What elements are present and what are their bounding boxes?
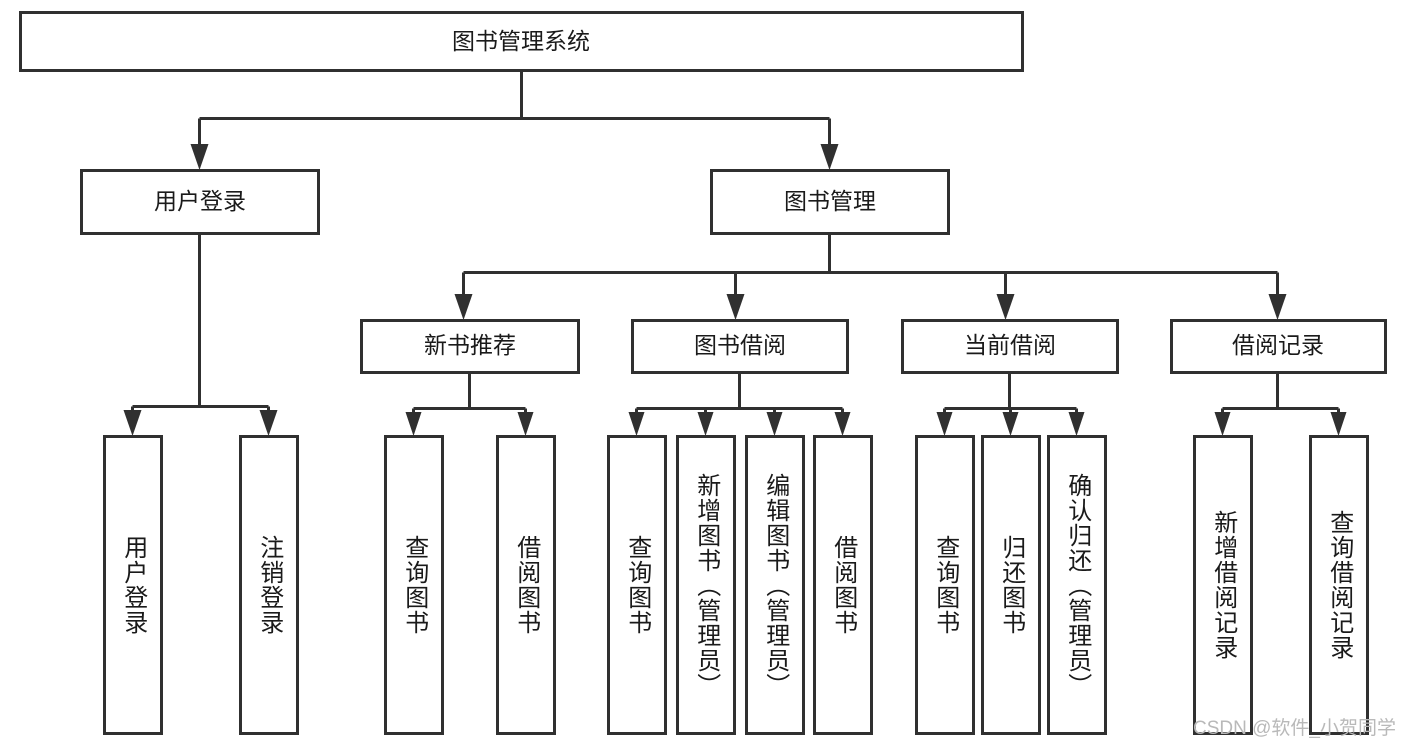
leaf-borrow-book-newbook[interactable] bbox=[496, 435, 556, 735]
arrowhead-login-leaf1 bbox=[259, 410, 278, 436]
leaf-user-login[interactable] bbox=[103, 435, 163, 735]
node-user-login-label: 用户登录 bbox=[154, 188, 246, 214]
arrowhead-borrow-leaf0 bbox=[628, 412, 645, 436]
arrowhead-newbook-leaf0 bbox=[405, 412, 422, 436]
arrowhead-current-leaf1 bbox=[1002, 412, 1019, 436]
node-book-borrow[interactable] bbox=[631, 319, 849, 374]
node-user-login[interactable] bbox=[80, 169, 320, 235]
leaf-add-book-admin[interactable] bbox=[676, 435, 736, 735]
node-book-borrow-label: 图书借阅 bbox=[694, 332, 786, 358]
arrowhead-newbook-leaf1 bbox=[517, 412, 534, 436]
node-book-management[interactable] bbox=[710, 169, 950, 235]
arrowhead-l3-0 bbox=[454, 294, 473, 320]
node-borrow-record[interactable] bbox=[1170, 319, 1387, 374]
node-current-borrow-label: 当前借阅 bbox=[964, 332, 1056, 358]
arrowhead-record-leaf1 bbox=[1330, 412, 1347, 436]
arrowhead-current-leaf2 bbox=[1068, 412, 1085, 436]
arrowhead-l3-1 bbox=[726, 294, 745, 320]
node-book-management-label: 图书管理 bbox=[784, 188, 876, 214]
node-borrow-record-label: 借阅记录 bbox=[1232, 332, 1324, 358]
connector-group-root bbox=[190, 70, 839, 170]
connector-group-bookmgmt bbox=[454, 233, 1287, 320]
leaf-return-book[interactable] bbox=[981, 435, 1041, 735]
leaf-logout-login[interactable] bbox=[239, 435, 299, 735]
node-root[interactable] bbox=[19, 11, 1024, 72]
node-new-book-recommend-label: 新书推荐 bbox=[424, 332, 516, 358]
connector-group-record bbox=[1214, 372, 1347, 436]
arrowhead-current-leaf0 bbox=[936, 412, 953, 436]
connector-group-borrow bbox=[628, 372, 851, 436]
arrowhead-login-leaf0 bbox=[123, 410, 142, 436]
csdn-watermark: CSDN @软件_小贺同学 bbox=[1193, 718, 1396, 739]
leaf-query-book-borrow[interactable] bbox=[607, 435, 667, 735]
node-current-borrow[interactable] bbox=[901, 319, 1119, 374]
connector-group-login bbox=[123, 233, 278, 436]
leaf-query-borrow-record[interactable] bbox=[1309, 435, 1369, 735]
arrowhead-l3-2 bbox=[996, 294, 1015, 320]
arrowhead-l3-3 bbox=[1268, 294, 1287, 320]
connector-group-current bbox=[936, 372, 1085, 436]
arrowhead-borrow-leaf2 bbox=[766, 412, 783, 436]
leaf-query-book-newbook[interactable] bbox=[384, 435, 444, 735]
node-root-label: 图书管理系统 bbox=[452, 28, 590, 54]
node-new-book-recommend[interactable] bbox=[360, 319, 580, 374]
leaf-add-borrow-record[interactable] bbox=[1193, 435, 1253, 735]
leaf-edit-book-admin[interactable] bbox=[745, 435, 805, 735]
arrowhead-borrow-leaf1 bbox=[697, 412, 714, 436]
leaf-confirm-return-admin[interactable] bbox=[1047, 435, 1107, 735]
arrowhead-record-leaf0 bbox=[1214, 412, 1231, 436]
leaf-query-book-current[interactable] bbox=[915, 435, 975, 735]
arrowhead-borrow-leaf3 bbox=[834, 412, 851, 436]
arrowhead-root-to-login bbox=[190, 144, 209, 170]
leaf-borrow-book-borrow[interactable] bbox=[813, 435, 873, 735]
connector-group-newbook bbox=[405, 372, 534, 436]
arrowhead-root-to-bookmgmt bbox=[820, 144, 839, 170]
